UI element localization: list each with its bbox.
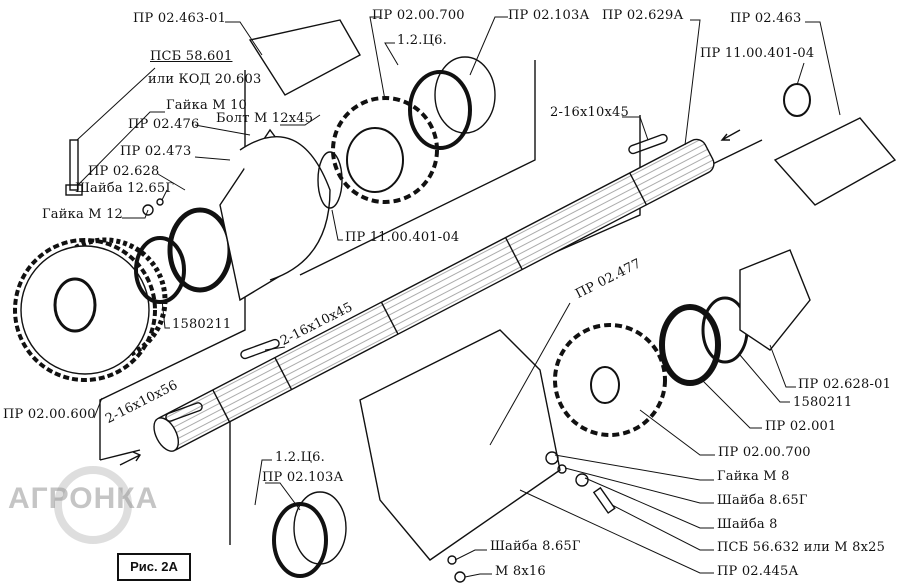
label-washer-12-65g: Шайба 12.65Г [75, 181, 175, 196]
label-pr-02-445a: ПР 02.445А [717, 564, 799, 579]
frame-line [299, 60, 536, 276]
arrow-icon [720, 129, 741, 141]
nut-m10 [65, 184, 83, 196]
hub-02-001 [659, 304, 721, 386]
washer-12-65g [156, 198, 164, 206]
arrow-icon [119, 451, 142, 466]
label-washer-8-65g-lower: Шайба 8.65Г [490, 539, 581, 554]
washer-8-65g-lower [447, 555, 457, 565]
watermark-logo-ring [54, 466, 132, 544]
label-key-16x10x45: 2-16х10х45 [550, 105, 629, 120]
guard-02-463-01 [248, 19, 361, 96]
sprocket-02-00-600 [13, 237, 168, 382]
label-pr-02-00-700-lower: ПР 02.00.700 [718, 445, 811, 460]
washer-8-65g [557, 464, 567, 474]
label-bolt-m12x45: Болт М 12х45 [216, 111, 314, 126]
label-washer-8-65g: Шайба 8.65Г [717, 493, 808, 508]
label-nut-m8: Гайка М 8 [717, 469, 790, 484]
label-pr-11-00-401-04-lower: ПР 11.00.401-04 [345, 230, 460, 245]
coupling-02-103a [408, 56, 496, 150]
label-pr-02-476: ПР 02.476 [128, 117, 200, 132]
key-16x10x56 [165, 402, 203, 422]
sprocket-02-00-700-lower [553, 323, 667, 437]
bolt-m8x16 [454, 571, 466, 583]
watermark-logo: АГРОНКА [8, 482, 159, 515]
label-m8x16: М 8х16 [495, 564, 546, 579]
shaft [153, 138, 715, 452]
label-1-2-c6: 1.2.Ц6. [397, 33, 447, 48]
label-pr-02-001: ПР 02.001 [765, 419, 837, 434]
nut-m12 [142, 204, 154, 216]
label-pr-11-00-401-04: ПР 11.00.401-04 [700, 46, 815, 61]
label-bearing-1580211-right: 1580211 [793, 395, 853, 410]
label-kod-20-603: или КОД 20.603 [148, 72, 262, 87]
label-pr-02-463-01: ПР 02.463-01 [133, 11, 227, 26]
sprocket-hub-lower [590, 366, 620, 404]
label-pr-02-103a: ПР 02.103А [508, 8, 590, 23]
label-psb-56-632: ПСБ 56.632 или М 8х25 [717, 540, 886, 555]
ring-11-00-401-04 [317, 151, 343, 209]
label-pr-02-628: ПР 02.628 [88, 164, 160, 179]
washer-8 [575, 473, 589, 487]
label-pr-02-00-700: ПР 02.00.700 [372, 8, 465, 23]
key-16x10x45 [628, 133, 668, 155]
figure-caption: Рис. 2А [117, 553, 191, 581]
coupling-02-103a-lower [272, 491, 347, 578]
label-pr-02-473: ПР 02.473 [120, 144, 192, 159]
key-16x10x45-lower [240, 338, 280, 360]
label-nut-m12: Гайка М 12 [42, 207, 124, 222]
cover-02-445a [359, 329, 561, 561]
guard-02-463 [773, 117, 897, 206]
label-pr-02-00-600: ПР 02.00.600 [3, 407, 96, 422]
bolt-psb-58-601 [69, 139, 79, 191]
label-washer-8: Шайба 8 [717, 517, 778, 532]
bearing-1580211 [134, 236, 186, 304]
sprocket-hub [346, 127, 404, 193]
label-pr-02-103a-lower: ПР 02.103А [262, 470, 344, 485]
ring-11-00-401-04-right [783, 83, 811, 117]
label-pr-02-463: ПР 02.463 [730, 11, 802, 26]
bolt-psb-56-632 [592, 486, 616, 514]
label-pr-02-628-01: ПР 02.628-01 [798, 377, 892, 392]
flange-02-476 [239, 135, 331, 281]
label-psb-58-601: ПСБ 58.601 [150, 49, 233, 64]
housing-02-628-01 [739, 249, 811, 351]
nut-m8 [545, 451, 559, 465]
label-nut-m10: Гайка М 10 [166, 98, 248, 113]
label-1-2-c6-lower: 1.2.Ц6. [275, 450, 325, 465]
label-pr-02-629a: ПР 02.629А [602, 8, 684, 23]
label-bearing-1580211: 1580211 [172, 317, 232, 332]
leader-lines [76, 16, 841, 578]
